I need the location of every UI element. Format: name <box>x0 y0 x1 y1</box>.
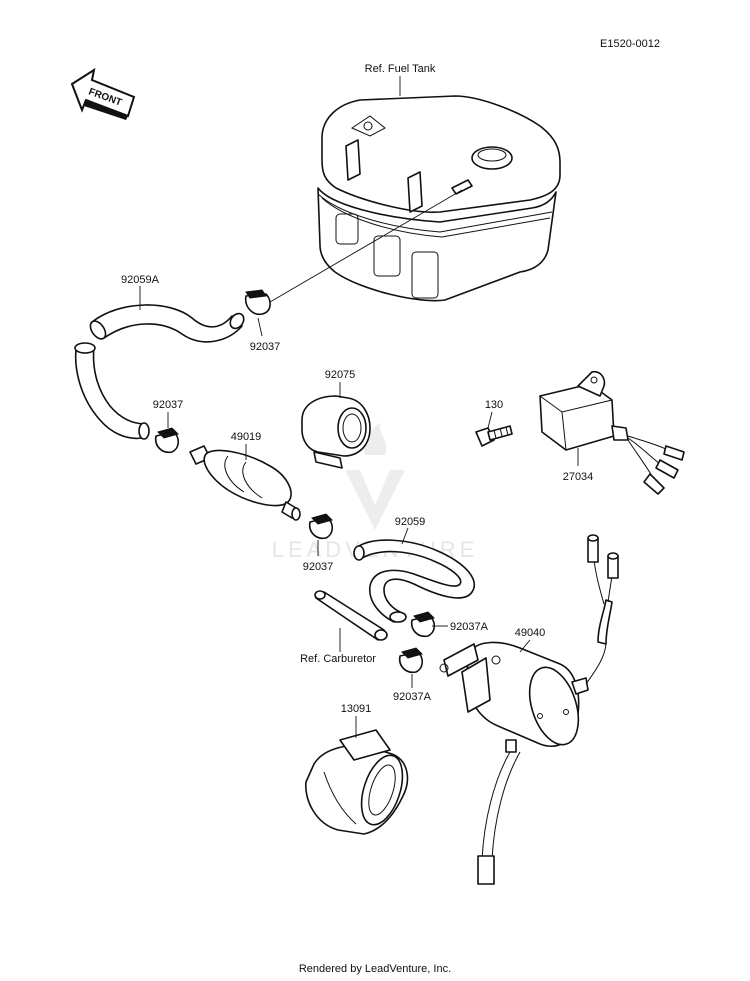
relay-label: 27034 <box>563 471 594 483</box>
hose-clamp-a-lower <box>398 647 424 674</box>
clamp-a-lower-label: 92037A <box>393 691 432 703</box>
filter-holder <box>301 395 371 469</box>
bolt <box>475 425 513 447</box>
pump-relay <box>539 370 685 495</box>
clamp-a-upper-label: 92037A <box>450 621 489 633</box>
clamp-left-label: 92037 <box>153 399 184 411</box>
fuel-tank <box>269 95 561 303</box>
hose-clamp-tank <box>244 289 271 316</box>
hose-clamp-a-upper <box>410 611 436 638</box>
clamp-filter-label: 92037 <box>303 561 334 573</box>
front-arrow-icon: FRONT <box>70 67 136 120</box>
pump-bracket <box>305 729 409 835</box>
hose-lower-label: 92059 <box>395 516 426 528</box>
fuel-pump <box>439 534 619 885</box>
hose-upper-label: 92059A <box>121 274 160 286</box>
bolt-label: 130 <box>485 399 503 411</box>
fuel-hose-lower <box>353 539 475 623</box>
hose-clamp-filter <box>308 513 334 540</box>
holder-label: 92075 <box>325 369 356 381</box>
fuel-hose-upper <box>74 304 245 440</box>
footer-credit: Rendered by LeadVenture, Inc. <box>299 963 451 975</box>
carburetor-label: Ref. Carburetor <box>300 653 376 665</box>
fuel-tank-label: Ref. Fuel Tank <box>365 63 436 75</box>
pump-label: 49040 <box>515 627 546 639</box>
bracket-label: 13091 <box>341 703 372 715</box>
filter-label: 49019 <box>231 431 262 443</box>
hose-clamp-left <box>154 427 180 454</box>
clamp-tank-label: 92037 <box>250 341 281 353</box>
diagram-code: E1520-0012 <box>600 38 660 50</box>
fuel-filter <box>189 445 301 521</box>
carburetor-hose <box>314 590 388 641</box>
